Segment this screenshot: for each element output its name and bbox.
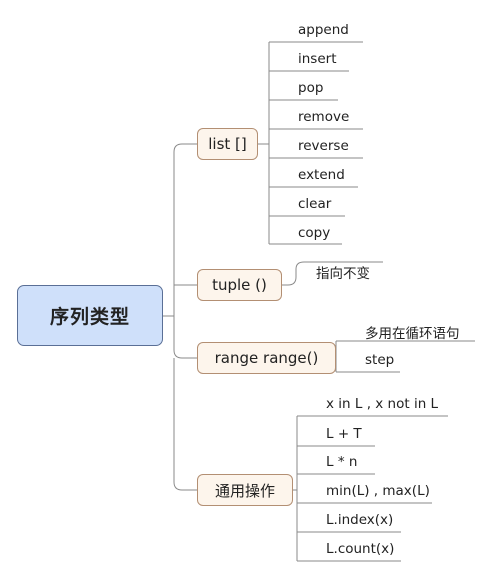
leaf-reverse: reverse <box>298 138 349 154</box>
leaf-copy: copy <box>298 225 331 241</box>
branch-generic-ops: 通用操作 <box>197 474 293 506</box>
leaf-append: append <box>298 22 349 38</box>
leaf-repeat: L * n <box>326 454 358 470</box>
tuple-connector <box>282 261 383 286</box>
leaf-range-step: step <box>365 352 395 368</box>
leaf-membership: x in L , x not in L <box>326 396 439 412</box>
leaf-range-loops: 多用在循环语句 <box>365 326 460 342</box>
branch-tuple: tuple () <box>197 269 282 301</box>
branch-list: list [] <box>197 128 258 160</box>
leaf-remove: remove <box>298 109 350 125</box>
list-connector <box>258 41 363 245</box>
root-node: 序列类型 <box>17 285 163 346</box>
leaf-insert: insert <box>298 51 337 67</box>
ops-connector <box>293 415 448 562</box>
leaf-tuple-immutable: 指向不变 <box>316 266 370 282</box>
leaf-count: L.count(x) <box>326 541 395 557</box>
root-connector <box>163 143 197 491</box>
leaf-concat: L + T <box>326 426 362 442</box>
branch-range: range range() <box>197 342 336 374</box>
range-connector <box>335 340 475 373</box>
leaf-min-max: min(L) , max(L) <box>326 483 430 499</box>
leaf-extend: extend <box>298 167 345 183</box>
leaf-clear: clear <box>298 196 332 212</box>
leaf-index: L.index(x) <box>326 512 394 528</box>
leaf-pop: pop <box>298 80 324 96</box>
